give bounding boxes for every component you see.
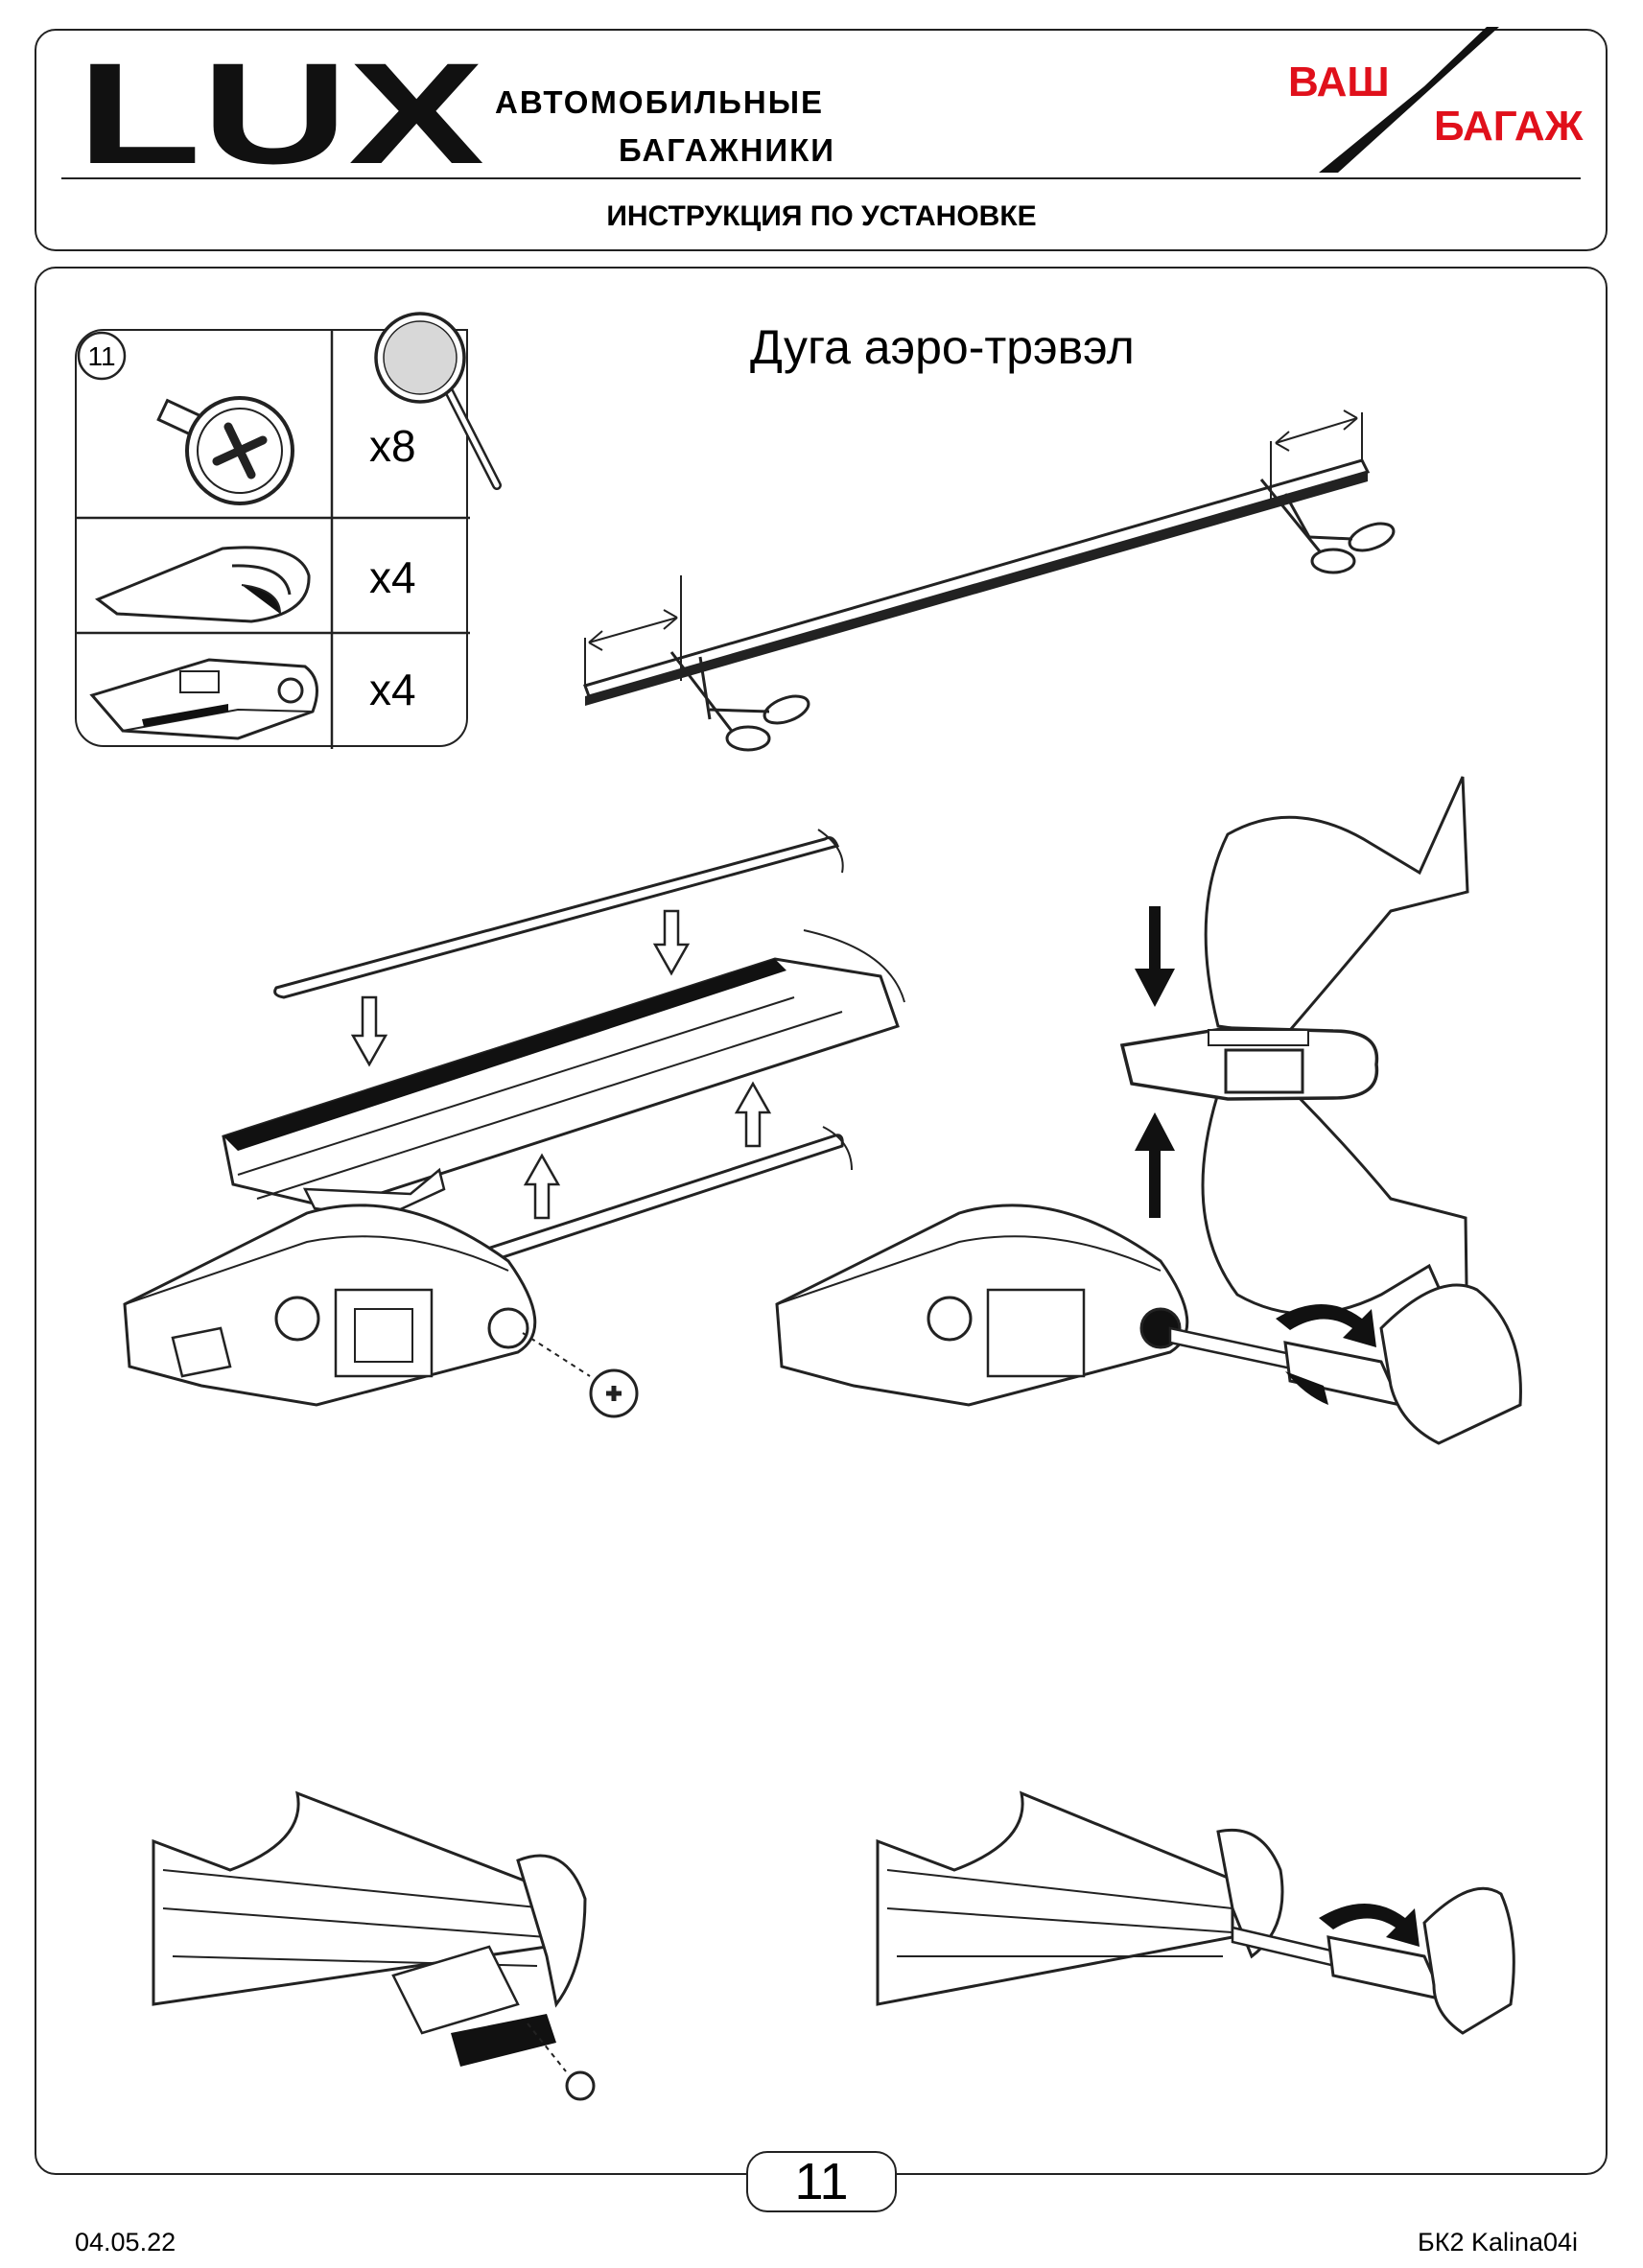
end-cap-screwdriver-illustration <box>876 1790 1515 2035</box>
hands-profile-illustration <box>1119 776 1469 1353</box>
svg-text:ВАШ: ВАШ <box>1288 58 1390 105</box>
down-arrow-icon-2 <box>1135 906 1175 1007</box>
page-number: 11 <box>746 2151 897 2212</box>
parts-table: 11 <box>75 329 470 749</box>
document-title: ИНСТРУКЦИЯ ПО УСТАНОВКЕ <box>606 200 1037 232</box>
insert-screwdriver-illustration <box>775 1204 1522 1445</box>
bar-strip-insertion-illustration <box>222 829 905 1279</box>
up-arrow-icon-2 <box>1135 1112 1175 1218</box>
qty-end-caps: x4 <box>369 552 416 602</box>
qty-inserts: x4 <box>369 665 416 714</box>
end-cap-insert-icon <box>89 658 318 740</box>
svg-text:БАГАЖ: БАГАЖ <box>1434 103 1584 150</box>
brand-logo: ВАШ БАГАЖ <box>1288 27 1584 173</box>
down-arrow-icon <box>350 909 691 1067</box>
scissors-icon <box>669 651 810 752</box>
parts-table-grid <box>77 331 470 749</box>
footer-document-code: БК2 Kalina04i <box>1418 2228 1579 2256</box>
footer-date: 04.05.22 <box>75 2228 176 2256</box>
screw-icon-2 <box>589 1368 639 1418</box>
step-number-badge: 11 <box>77 331 127 381</box>
rotation-arrow-icon-2 <box>1319 1904 1420 1947</box>
up-arrow-icon <box>523 1081 772 1220</box>
svg-text:LUX: LUX <box>77 56 484 171</box>
step-heading: Дуга аэро-трэвэл <box>750 320 1135 374</box>
brand-slash-icon <box>1319 27 1499 173</box>
tagline-line1: АВТОМОБИЛЬНЫЕ <box>495 84 825 120</box>
lux-logo: LUX <box>77 56 484 171</box>
svg-text:11: 11 <box>87 341 115 371</box>
tagline-line2: БАГАЖНИКИ <box>619 132 835 168</box>
screw-icon <box>156 396 294 505</box>
qty-screws: x8 <box>369 421 416 471</box>
magnifier-disc-icon <box>374 312 502 490</box>
rotation-arrow-icon <box>1276 1304 1376 1405</box>
scissors-icon-2 <box>1259 479 1396 574</box>
insert-screw-illustration <box>123 1204 639 1418</box>
end-cap-icon <box>94 546 311 623</box>
strip-cutting-illustration <box>583 409 1396 752</box>
end-cap-fitting-illustration <box>152 1790 596 2101</box>
header-frame <box>35 29 1608 251</box>
screw-icon-3 <box>565 2070 596 2101</box>
header-divider <box>61 177 1581 179</box>
